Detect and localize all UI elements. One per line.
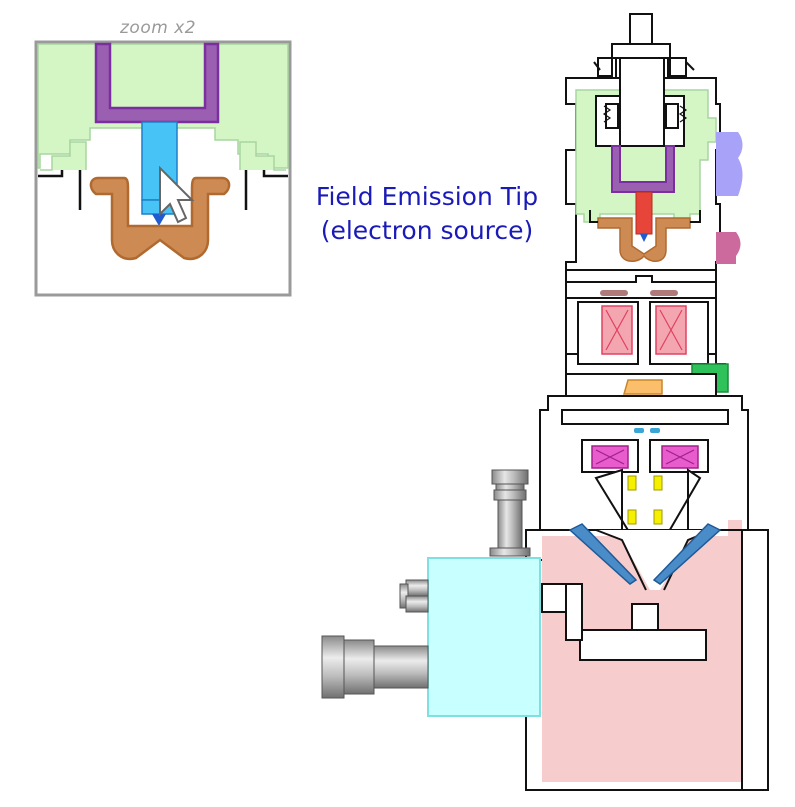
gauge-cylinder — [489, 469, 531, 557]
stage-rod — [565, 583, 583, 641]
extractor — [597, 217, 691, 263]
callout-title: Field Emission Tip — [315, 182, 539, 211]
zoom-inset — [34, 40, 292, 297]
anode-left — [600, 290, 628, 296]
sem-column — [427, 13, 769, 791]
se-detector-left — [568, 523, 638, 585]
stigmator-right — [650, 428, 660, 433]
scan-coil-3 — [627, 509, 637, 525]
zoom-label: zoom x2 — [120, 18, 197, 38]
aperture — [623, 379, 663, 395]
wehnelt — [611, 145, 675, 193]
emission-tip — [635, 191, 653, 235]
specimen-stub — [631, 603, 659, 631]
gun-feedthrough — [629, 13, 653, 45]
ebsd-detector — [427, 557, 541, 717]
port-violet — [716, 132, 743, 196]
small-feedthrough — [399, 579, 429, 613]
specimen-stage — [579, 629, 707, 661]
scan-coil-2 — [653, 475, 663, 491]
condenser-coil-right — [655, 305, 687, 355]
scan-coil-1 — [627, 475, 637, 491]
stigmator-left — [634, 428, 644, 433]
inset-wehnelt — [94, 42, 220, 124]
callout-subtitle: (electron source) — [320, 216, 534, 245]
anode-right — [650, 290, 678, 296]
port-rose — [716, 232, 741, 264]
scan-coil-4 — [653, 509, 663, 525]
field-emission-callout: Field Emission Tip (electron source) — [292, 180, 562, 248]
cursor-arrow-icon — [159, 165, 195, 224]
gun-cylinder — [321, 635, 429, 699]
inset-extractor — [89, 176, 231, 261]
se-detector-right — [652, 523, 722, 585]
